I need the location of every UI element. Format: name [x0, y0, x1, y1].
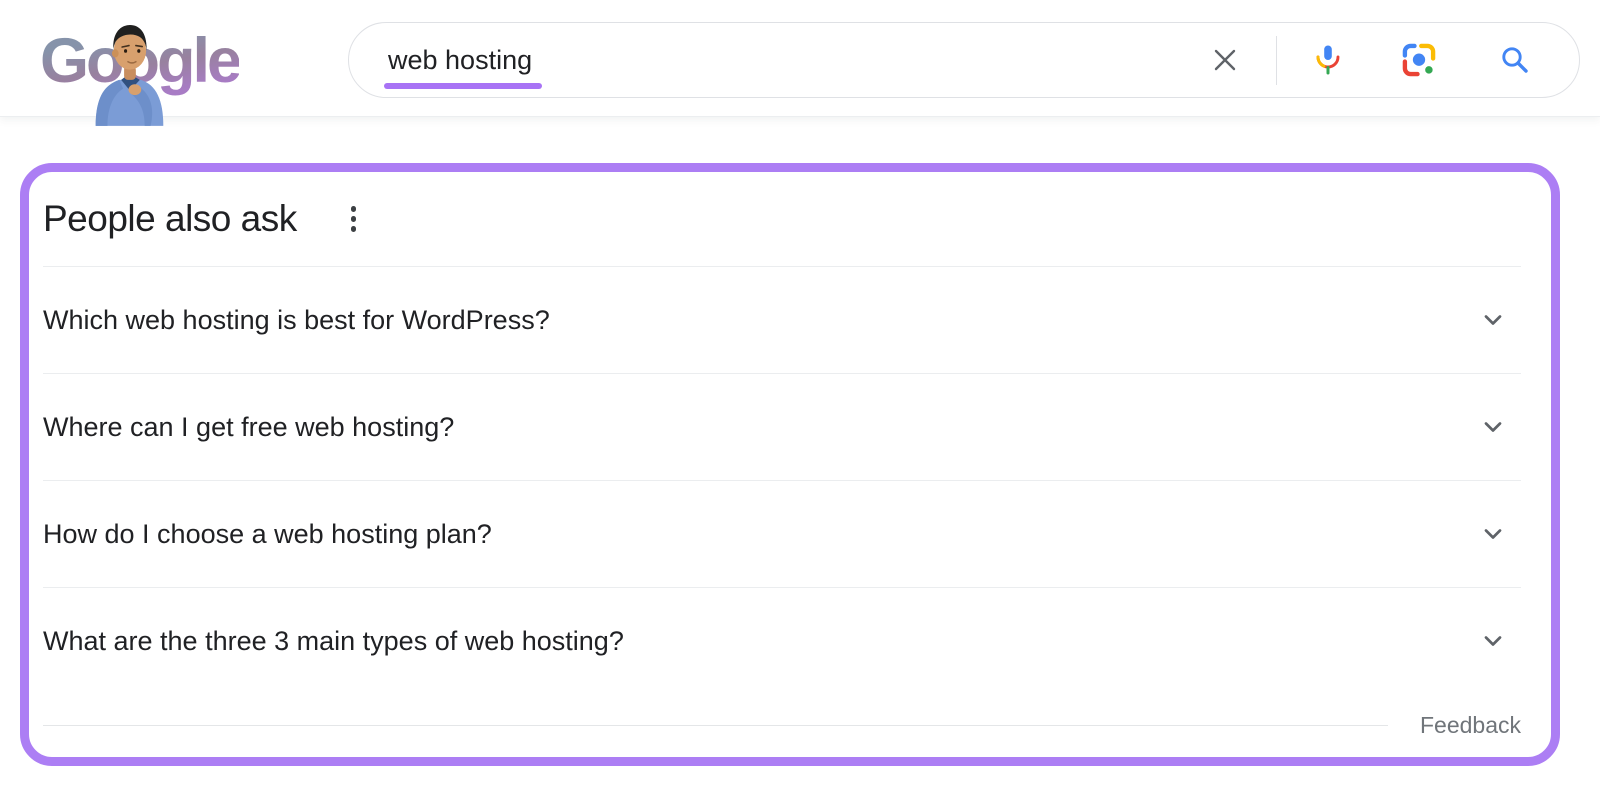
lens-icon[interactable] — [1397, 38, 1441, 82]
paa-question-text: How do I choose a web hosting plan? — [43, 518, 492, 549]
chevron-down-icon[interactable] — [1471, 298, 1515, 342]
chevron-down-icon[interactable] — [1471, 405, 1515, 449]
search-query-area: web hosting — [383, 44, 1203, 89]
paa-question-row[interactable]: What are the three 3 main types of web h… — [43, 587, 1521, 694]
search-bar[interactable]: web hosting — [348, 22, 1580, 98]
paa-question-row[interactable]: Where can I get free web hosting? — [43, 373, 1521, 480]
paa-question-text: Which web hosting is best for WordPress? — [43, 304, 550, 335]
paa-question-text: What are the three 3 main types of web h… — [43, 625, 624, 656]
clear-icon[interactable] — [1203, 38, 1247, 82]
feedback-divider — [43, 724, 1388, 726]
google-logo[interactable]: Google — [40, 18, 260, 126]
paa-question-row[interactable]: How do I choose a web hosting plan? — [43, 480, 1521, 587]
mic-icon[interactable] — [1306, 38, 1350, 82]
paa-question-text: Where can I get free web hosting? — [43, 411, 455, 442]
search-bar-divider — [1276, 35, 1277, 85]
more-options-icon[interactable] — [341, 198, 367, 240]
search-header: Google web hosting — [0, 0, 1600, 126]
chevron-down-icon[interactable] — [1471, 619, 1515, 663]
chevron-down-icon[interactable] — [1471, 512, 1515, 556]
search-input[interactable]: web hosting — [383, 44, 543, 89]
paa-question-row[interactable]: Which web hosting is best for WordPress? — [43, 266, 1521, 373]
people-also-ask-header: People also ask — [43, 172, 1521, 266]
people-also-ask-box: People also ask Which web hosting is bes… — [20, 163, 1560, 766]
search-bar-icons — [1203, 35, 1537, 85]
paa-feedback-row: Feedback — [43, 694, 1521, 756]
search-icon[interactable] — [1493, 38, 1537, 82]
feedback-link[interactable]: Feedback — [1419, 711, 1521, 738]
doodle-figure-illustration — [95, 24, 164, 126]
people-also-ask-title: People also ask — [43, 198, 297, 239]
